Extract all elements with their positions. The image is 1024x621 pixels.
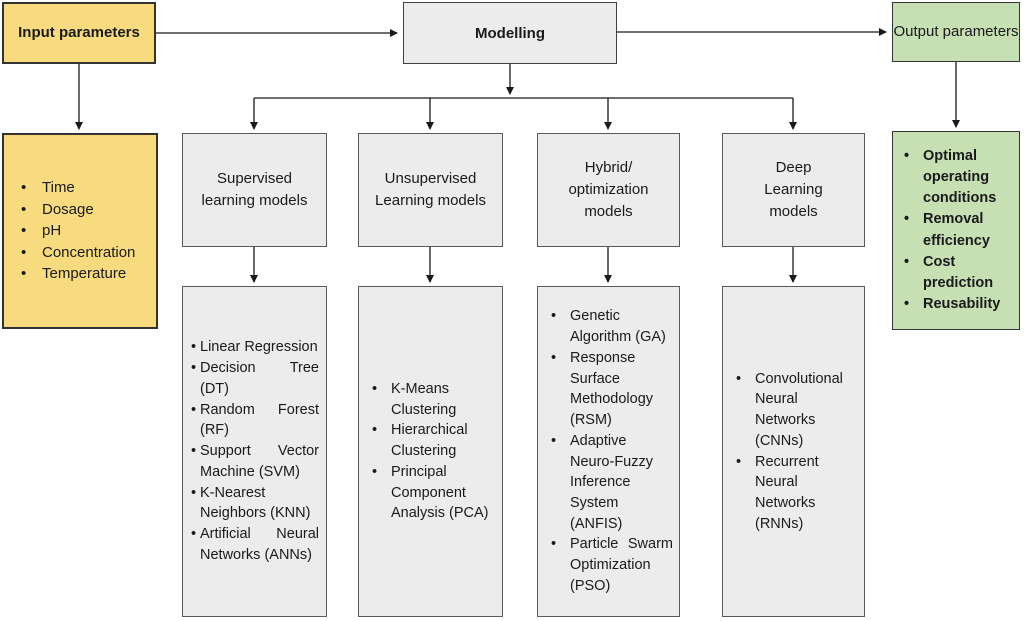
node-unsupervised-learning-models: Unsupervised Learning models	[358, 133, 503, 247]
input-parameter-list: TimeDosagepHConcentrationTemperature	[4, 177, 156, 285]
input-parameters-label: Input parameters	[18, 23, 140, 41]
supervised-label: Supervised learning models	[201, 170, 308, 209]
list-item: Recurrent Neural Networks (RNNs)	[729, 452, 858, 535]
list-item: Random Forest (RF)	[191, 400, 319, 441]
output-parameters-label: Output parameters	[893, 22, 1019, 40]
deep-model-list: Convolutional Neural Networks (CNNs)Recu…	[729, 369, 858, 535]
list-item: Adaptive Neuro-Fuzzy Inference System (A…	[544, 431, 673, 535]
modelling-label: Modelling	[475, 24, 545, 42]
list-item: Hierarchical Clustering	[365, 420, 496, 461]
node-input-parameters: Input parameters	[2, 2, 156, 64]
list-item: Dosage	[6, 199, 152, 221]
node-deep-model-list: Convolutional Neural Networks (CNNs)Recu…	[722, 286, 865, 617]
list-item: K-Nearest Neighbors (KNN)	[191, 483, 319, 524]
list-item: Genetic Algorithm (GA)	[544, 306, 673, 347]
list-item: Response Surface Methodology (RSM)	[544, 348, 673, 431]
list-item: Concentration	[6, 242, 152, 264]
list-item: Optimal operating conditions	[895, 146, 1015, 209]
list-item: Decision Tree (DT)	[191, 358, 319, 399]
list-item: Linear Regression	[191, 337, 319, 358]
node-input-parameter-list: TimeDosagepHConcentrationTemperature	[2, 133, 158, 329]
list-item: Time	[6, 177, 152, 199]
list-item: Particle Swarm Optimization (PSO)	[544, 534, 673, 596]
hybrid-model-list: Genetic Algorithm (GA)Response Surface M…	[544, 306, 673, 596]
deep-label: Deep Learning models	[764, 159, 823, 220]
unsupervised-model-list: K-Means ClusteringHierarchical Clusterin…	[365, 379, 496, 524]
list-item: K-Means Clustering	[365, 379, 496, 420]
list-item: Cost prediction	[895, 252, 1015, 294]
node-output-parameters: Output parameters	[892, 2, 1020, 62]
list-item: Temperature	[6, 263, 152, 285]
list-item: pH	[6, 220, 152, 242]
node-hybrid-model-list: Genetic Algorithm (GA)Response Surface M…	[537, 286, 680, 617]
list-item: Convolutional Neural Networks (CNNs)	[729, 369, 858, 452]
unsupervised-label: Unsupervised Learning models	[375, 170, 486, 209]
list-item: Principal Component Analysis (PCA)	[365, 462, 496, 524]
node-supervised-model-list: Linear RegressionDecision Tree (DT)Rando…	[182, 286, 327, 617]
list-item: Removal efficiency	[895, 209, 1015, 251]
node-hybrid-optimization-models: Hybrid/ optimization models	[537, 133, 680, 247]
node-modelling: Modelling	[403, 2, 617, 64]
node-output-parameter-list: Optimal operating conditionsRemoval effi…	[892, 131, 1020, 330]
node-supervised-learning-models: Supervised learning models	[182, 133, 327, 247]
node-deep-learning-models: Deep Learning models	[722, 133, 865, 247]
output-parameter-list: Optimal operating conditionsRemoval effi…	[893, 146, 1019, 314]
node-unsupervised-model-list: K-Means ClusteringHierarchical Clusterin…	[358, 286, 503, 617]
list-item: Reusability	[895, 294, 1015, 315]
list-item: Artificial Neural Networks (ANNs)	[191, 524, 319, 565]
hybrid-label: Hybrid/ optimization models	[568, 159, 649, 220]
list-item: Support Vector Machine (SVM)	[191, 441, 319, 482]
supervised-model-list: Linear RegressionDecision Tree (DT)Rando…	[191, 337, 319, 565]
